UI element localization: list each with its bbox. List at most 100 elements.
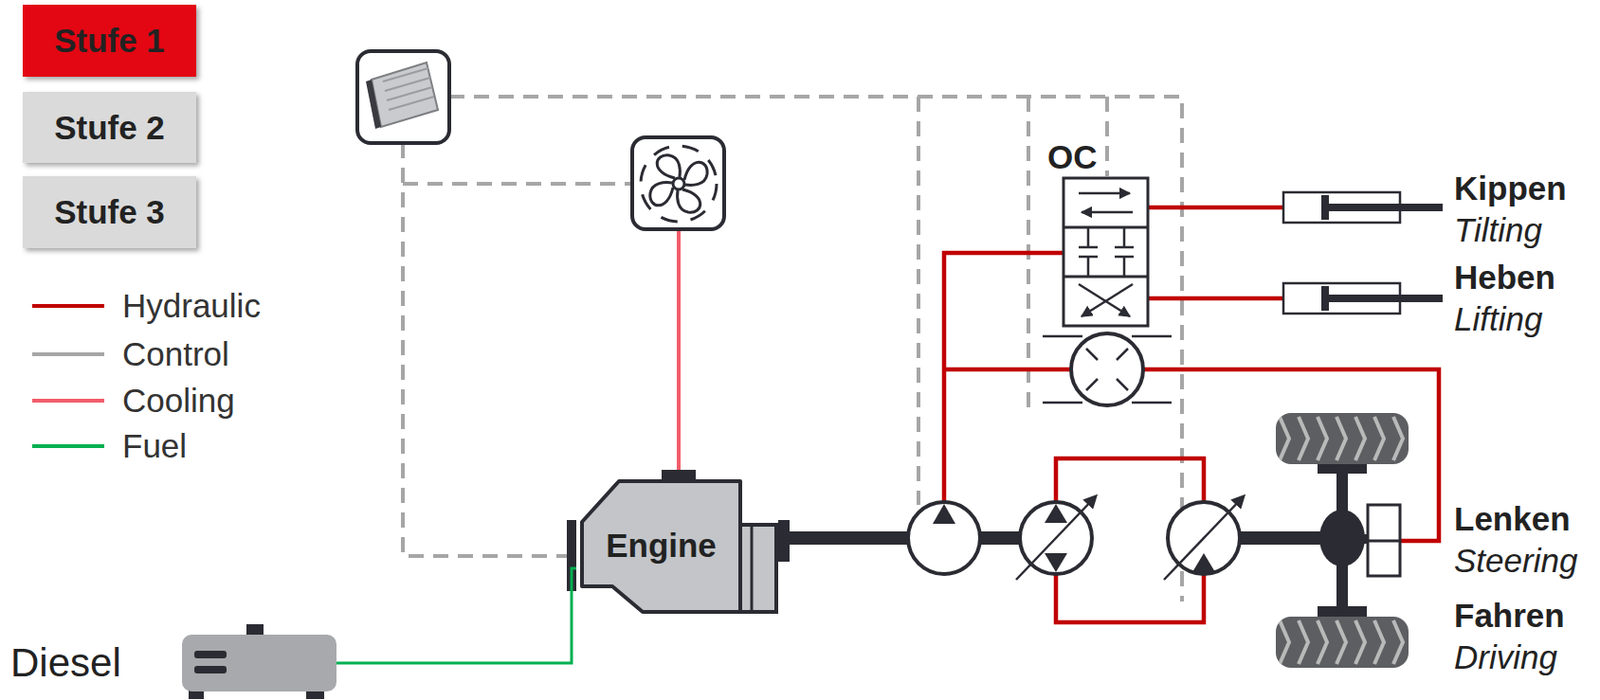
hydraulic-cylinder-shape — [1283, 283, 1400, 314]
flow-arrow — [1078, 284, 1130, 317]
function-label: Lenken — [1454, 500, 1571, 539]
hydraulic-cylinder-shape — [1283, 192, 1400, 223]
legend-item: Control — [32, 335, 230, 374]
fan-icon — [672, 178, 685, 190]
drive-shaft — [789, 531, 909, 546]
fan-icon — [677, 189, 701, 213]
tank-body — [181, 635, 337, 692]
node-label: Stufe 1 — [54, 21, 165, 60]
piston-rod — [1328, 294, 1443, 303]
legend-swatch-box — [32, 335, 105, 374]
ecu-icon — [382, 68, 435, 110]
control-lines — [1105, 96, 1110, 177]
function-label: Steering — [1454, 542, 1578, 581]
legend-label: Fuel — [122, 427, 187, 466]
function-label: Fahren — [1454, 597, 1565, 636]
legend-swatch-box — [32, 381, 105, 420]
fan-icon — [640, 145, 717, 222]
hydraulic-line — [1147, 296, 1284, 302]
hydraulic-lines — [1055, 574, 1204, 623]
fan-icon — [632, 137, 725, 230]
engine-parts — [750, 525, 754, 613]
node-label: Heben — [1454, 258, 1556, 297]
fixed-pump-symbol — [932, 504, 956, 525]
hydraulic-cylinder: KippenTilting — [1283, 192, 1400, 223]
legend-swatch — [32, 444, 105, 449]
legend-swatch — [32, 304, 105, 309]
fixed-pump-symbol — [908, 502, 981, 575]
variable-pump-symbol — [1044, 504, 1068, 524]
engine-parts — [778, 520, 790, 563]
control-lines — [402, 181, 633, 186]
drive-shaft — [1239, 531, 1322, 546]
legend-item: Fuel — [32, 427, 187, 466]
stage-button: Stufe 3 — [22, 176, 197, 249]
engine-parts — [566, 470, 790, 613]
axle-wheels — [1319, 509, 1365, 567]
legend-swatch — [32, 352, 105, 357]
control-lines — [449, 96, 1182, 602]
node-label: Kippen — [1454, 169, 1567, 208]
axle-wheels — [1367, 505, 1400, 577]
valve-body — [1063, 178, 1148, 327]
control-valve: OC — [1063, 178, 1148, 327]
cooling-line — [676, 229, 681, 471]
piston — [1321, 286, 1329, 311]
ecu-icon — [365, 79, 382, 129]
fuel-line — [336, 568, 577, 664]
control-lines — [402, 96, 1182, 602]
valve-divider — [1063, 227, 1148, 277]
ecu-icon — [357, 51, 450, 144]
fan-icon — [656, 155, 680, 179]
function-label: Driving — [1454, 638, 1558, 677]
axle-wheels — [1275, 413, 1409, 465]
axle-wheels — [1367, 540, 1400, 544]
fan-icon — [632, 137, 725, 230]
axle-wheels — [1275, 413, 1409, 465]
node-sublabel: Tilting — [1454, 211, 1543, 250]
stage-button: Stufe 2 — [22, 91, 197, 164]
hydraulic-lines — [944, 367, 1072, 373]
piston — [1321, 195, 1329, 220]
axle-wheels — [1275, 617, 1409, 669]
engine-parts — [740, 525, 777, 613]
legend-item: Hydraulic — [32, 287, 261, 326]
node-label: Stufe 3 — [54, 193, 165, 232]
valve-symbol — [1063, 193, 1148, 317]
legend-label: Hydraulic — [122, 287, 261, 326]
legend-swatch-box — [32, 427, 105, 466]
flow-arrow — [1081, 284, 1133, 317]
hydraulic-cylinder: HebenLifting — [1283, 283, 1400, 314]
node-label: Engine — [605, 527, 717, 565]
diesel-tank-shape — [181, 635, 337, 692]
node-label: Diesel — [10, 640, 122, 687]
variable-motor-symbol — [1163, 496, 1244, 581]
ecu-icon — [357, 51, 450, 144]
flow-divider-symbol — [1071, 333, 1144, 406]
hydraulic-lines — [944, 253, 1064, 503]
engine-parts — [661, 470, 696, 481]
legend-swatch-box — [32, 287, 105, 326]
blocked-port — [1078, 227, 1134, 277]
engine: Engine — [576, 479, 786, 613]
control-valve-shape — [1063, 178, 1148, 327]
piston-rod — [1328, 203, 1443, 212]
flow-divider-symbol — [1042, 333, 1172, 406]
legend-swatch — [32, 399, 105, 403]
axle-wheels — [1275, 413, 1409, 669]
variable-pump-symbol — [1044, 553, 1068, 573]
node-sublabel: Lifting — [1454, 300, 1543, 339]
control-lines — [402, 143, 567, 557]
engine-body — [581, 481, 741, 613]
fan-icon — [640, 145, 717, 222]
axle-wheels — [1275, 617, 1409, 669]
fan-icon — [684, 162, 708, 185]
tank-mark — [194, 666, 227, 674]
fan-icon — [650, 182, 673, 206]
variable-pump-symbol — [1016, 496, 1096, 581]
flow-arrow — [1078, 192, 1130, 196]
node-label: OC — [1047, 138, 1098, 177]
node-label: Stufe 2 — [54, 109, 165, 147]
